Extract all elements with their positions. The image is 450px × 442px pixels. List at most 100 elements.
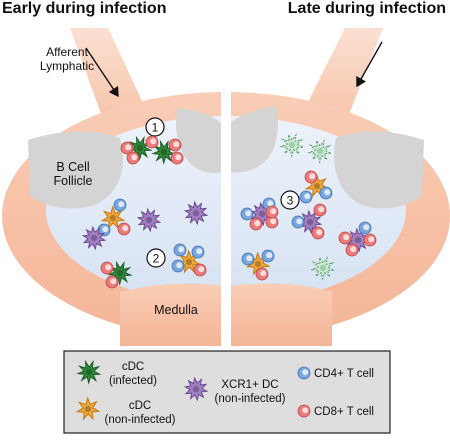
legend-icon-xcr1-dc-body <box>183 376 209 402</box>
xcr1-dc-1-nucleus <box>145 216 153 224</box>
noninfected-cdc-1 <box>100 205 126 230</box>
follicle-label-line2: Follicle <box>53 174 93 188</box>
cd8-t-cell-c-nucleus <box>150 138 157 145</box>
legend-icon-infected-cdc <box>76 359 102 385</box>
cd8-t-cell-i <box>105 275 119 289</box>
cd4-t-cell-c-nucleus <box>178 246 185 253</box>
cd8-t-cell-p <box>338 231 352 245</box>
legend-xcr1-line1: XCR1+ DC <box>221 379 279 391</box>
cd8-t-cell-q <box>345 243 359 257</box>
legend-cdc-noninfected-line2: (non-infected) <box>104 414 176 426</box>
noninfected-cdc-1-body <box>100 205 126 230</box>
legend-icon-xcr1-dc-nucleus <box>192 385 200 393</box>
afferent-arrow-right <box>356 41 383 88</box>
legend-icon-cd4-t-cell-nucleus <box>302 369 309 376</box>
cd4-t-cell-m-nucleus <box>266 252 273 259</box>
xcr1-dc-3-body <box>81 225 107 251</box>
step-marker-1: 1 <box>145 117 165 137</box>
cd8-t-cell-c <box>145 135 159 149</box>
legend-icon-noninfected-cdc-nucleus <box>84 405 92 413</box>
cd8-t-cell-e-nucleus <box>173 141 180 148</box>
cd4-t-cell-e-nucleus <box>176 262 183 269</box>
cd4-t-cell-d <box>191 245 205 259</box>
afferent-lymphatic-left <box>70 28 150 122</box>
infected-cdc-2-nucleus <box>160 148 168 156</box>
cd8-t-cell-k <box>249 217 263 231</box>
cd8-t-cell-n-nucleus <box>318 206 325 213</box>
medulla-region-right <box>231 283 332 346</box>
noninfected-cdc-3-nucleus <box>313 182 321 190</box>
legend-icon-infected-cdc-nucleus <box>85 368 93 376</box>
cd8-t-cell-a-nucleus <box>125 144 132 151</box>
legend-icon-cd8-t-cell <box>297 404 311 418</box>
cd4-t-cell-f-nucleus <box>324 189 331 196</box>
cd4-t-cell-l <box>241 252 255 266</box>
cd8-t-cell-f-nucleus <box>122 225 129 232</box>
dead-cdc-3-nucleus <box>319 264 327 272</box>
legend-icon-noninfected-cdc <box>75 396 101 421</box>
afferent-label-line1: Afferent <box>46 45 88 59</box>
cd4-t-cell-f <box>319 186 333 200</box>
xcr1-dc-2-nucleus <box>192 209 200 217</box>
cd4-t-cell-a <box>113 198 127 212</box>
legend-cd4-t-cell: CD4+ T cell <box>314 368 374 380</box>
infected-cdc-1-nucleus <box>136 144 144 152</box>
cd8-t-cell-d-nucleus <box>175 154 182 161</box>
cd4-t-cell-b-nucleus <box>102 226 109 233</box>
cd8-t-cell-j-nucleus <box>309 173 316 180</box>
cd8-t-cell-o-nucleus <box>316 229 323 236</box>
cd4-t-cell-j-nucleus <box>296 218 303 225</box>
cd4-t-cell-d-nucleus <box>196 248 203 255</box>
legend-icons <box>75 359 311 421</box>
dead-cdc-3 <box>310 255 336 281</box>
cd8-t-cell-m-nucleus <box>270 208 277 215</box>
legend-xcr1-dc: XCR1+ DC (non-infected) <box>208 378 292 406</box>
xcr1-dc-2 <box>183 200 209 226</box>
step-marker-3-text: 3 <box>287 194 294 208</box>
cd8-t-cell-g-nucleus <box>198 266 205 273</box>
legend-icon-cd4-t-cell <box>297 366 311 380</box>
dead-cdc-1-nucleus <box>288 141 296 149</box>
step-marker-2-text: 2 <box>153 252 160 266</box>
cd8-t-cell-a <box>120 141 134 155</box>
step-marker-3: 3 <box>280 190 300 210</box>
afferent-lymphatic-label: Afferent Lymphatic <box>32 45 102 73</box>
cd8-t-cell-k-nucleus <box>254 220 261 227</box>
infected-cdc-3-nucleus <box>116 269 124 277</box>
cd8-t-cell-g <box>193 263 207 277</box>
lymph-node-right-half <box>231 92 450 346</box>
early-infection-title: Early during infection <box>2 0 167 17</box>
cd8-t-cell-j <box>304 170 318 184</box>
cd8-t-cell-l-nucleus <box>270 218 277 225</box>
follicle-left-upper <box>175 108 221 174</box>
legend-cdc-infected: cDC (infected) <box>103 360 163 388</box>
xcr1-dc-2-body <box>183 200 209 226</box>
cd4-t-cell-g <box>299 190 313 204</box>
cd8-t-cell-r-nucleus <box>368 236 375 243</box>
cd8-t-cell-s <box>255 267 269 281</box>
cd8-t-cell-m <box>265 205 279 219</box>
cd8-t-cell-h-nucleus <box>105 264 112 271</box>
xcr1-dc-3 <box>81 225 107 251</box>
infected-cdc-2 <box>151 139 177 165</box>
legend-icon-infected-cdc-body <box>76 359 102 385</box>
cd8-t-cell-o <box>311 226 325 240</box>
cd4-t-cell-i-nucleus <box>267 200 274 207</box>
legend-cdc-infected-line2: (infected) <box>109 375 157 387</box>
b-cell-follicle <box>28 131 123 209</box>
xcr1-dc-4-nucleus <box>258 210 266 218</box>
cd4-t-cell-a-nucleus <box>118 201 125 208</box>
dead-cdc-2-nucleus <box>316 147 324 155</box>
cd4-t-cell-h <box>240 207 254 221</box>
xcr1-dc-1-body <box>136 207 162 233</box>
noninfected-cdc-1-nucleus <box>109 214 117 222</box>
afferent-lymphatic-right <box>300 28 383 122</box>
medulla-label: Medulla <box>154 303 198 317</box>
dead-cdc-1 <box>279 132 305 158</box>
cd8-t-cell-d <box>170 151 184 165</box>
xcr1-dc-6-nucleus <box>354 236 362 244</box>
cd8-t-cell-i-nucleus <box>110 278 117 285</box>
cd8-t-cell-h <box>100 261 114 275</box>
